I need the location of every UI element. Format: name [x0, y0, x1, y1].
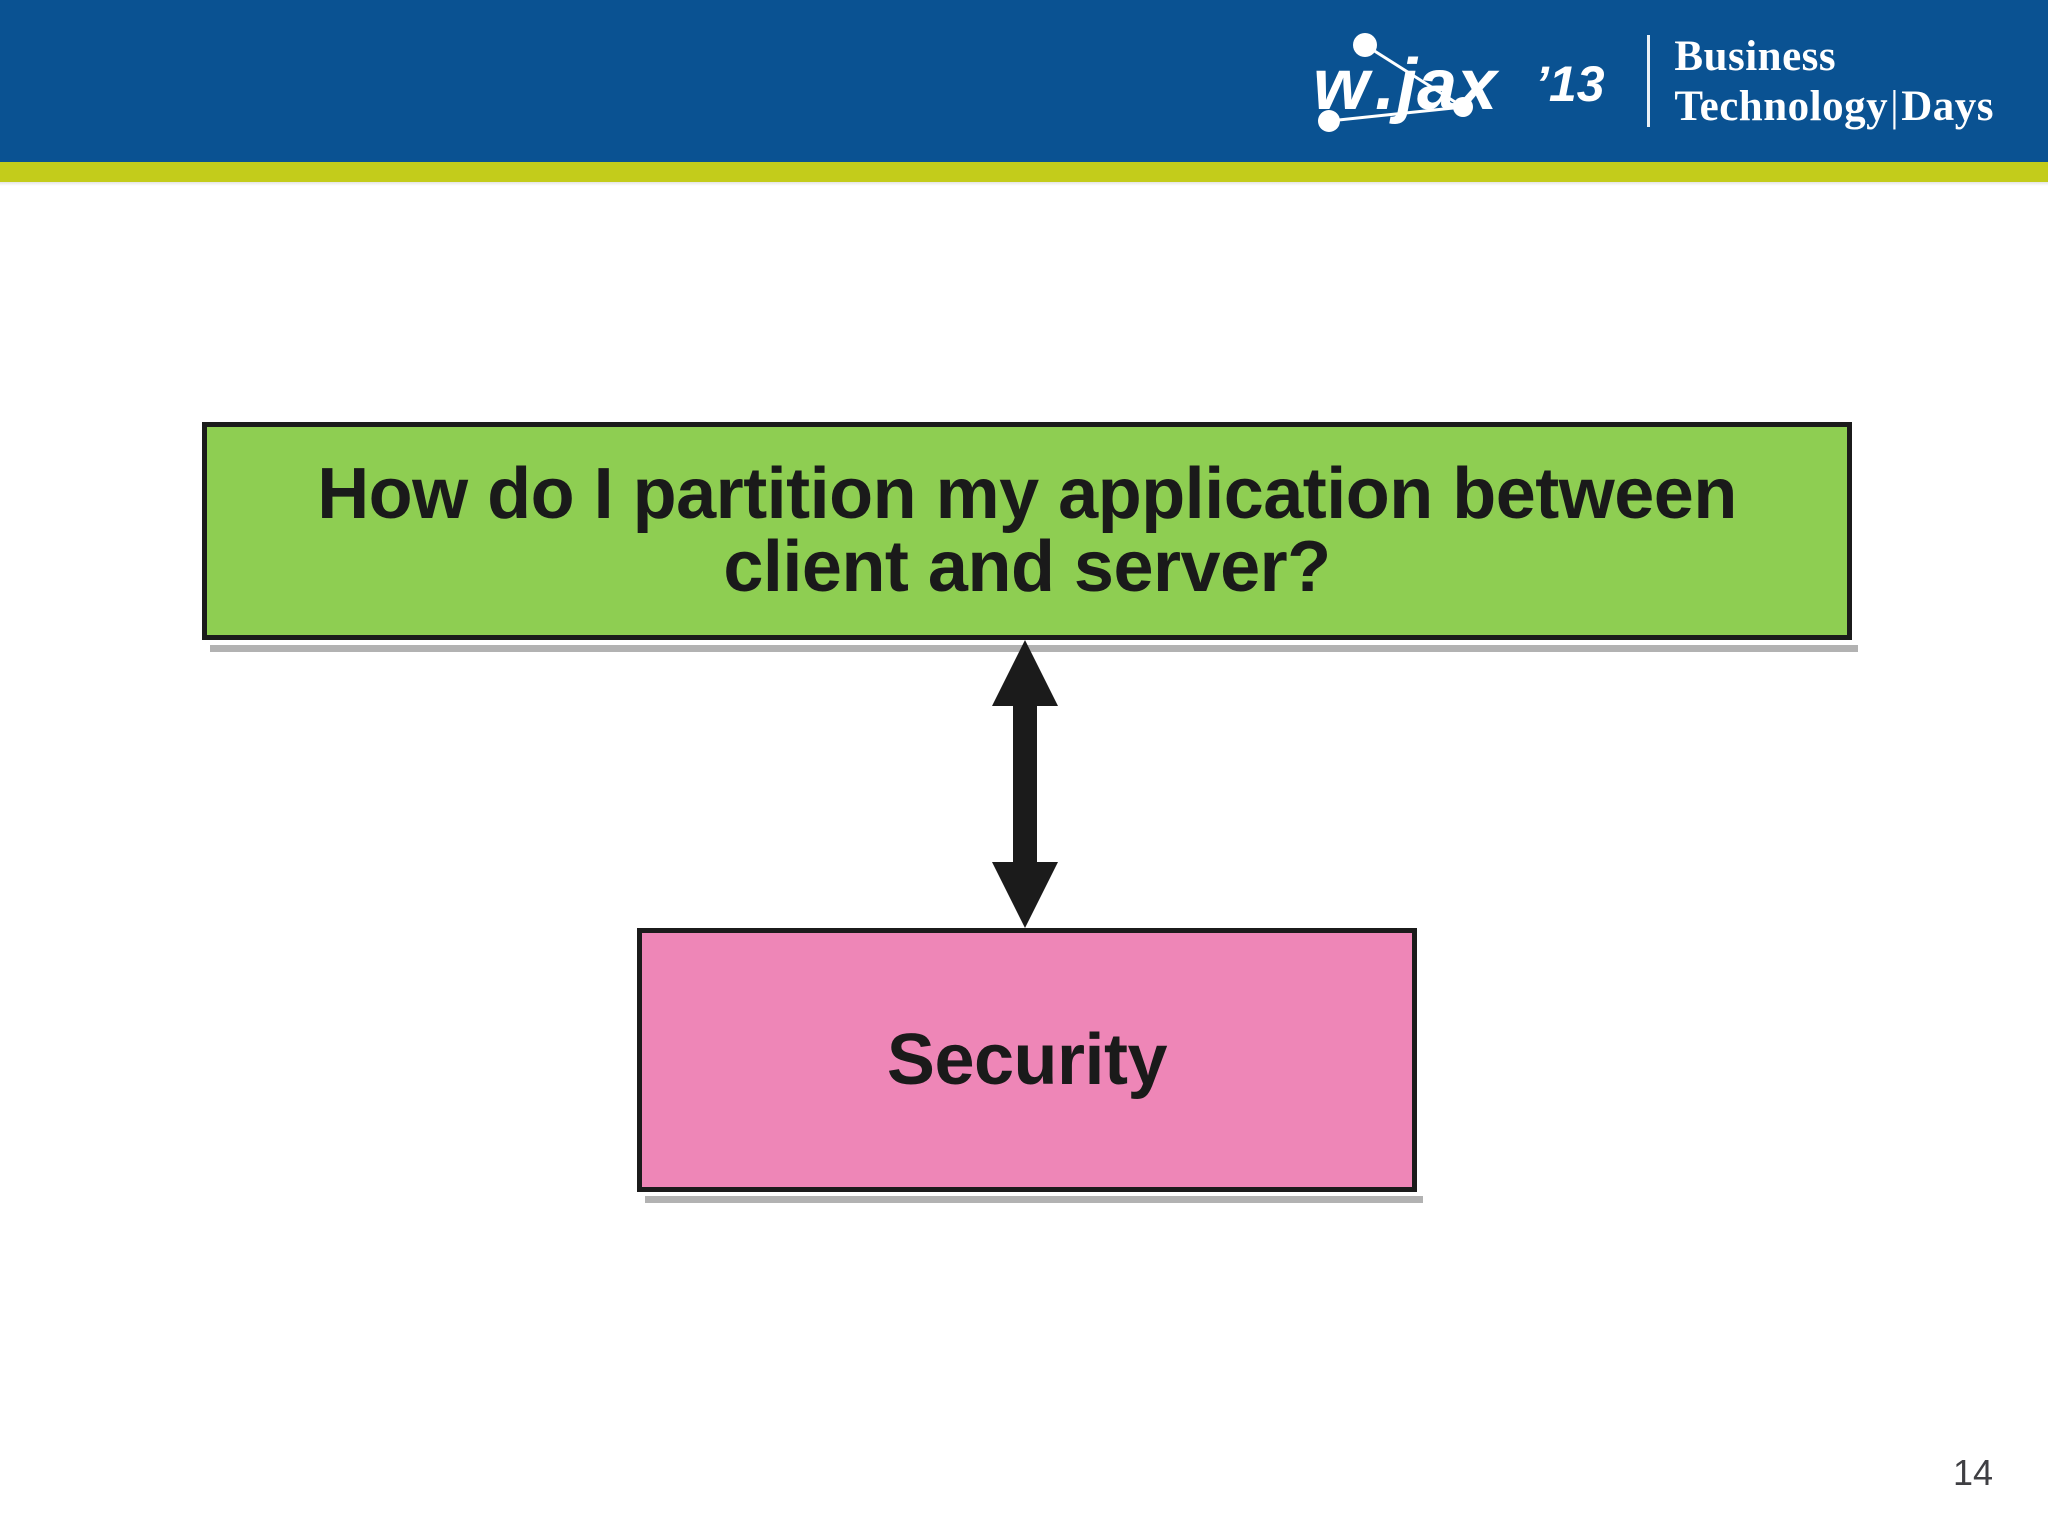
header-stripe-shadow: [0, 182, 2048, 186]
logo-tagline-line1: Business: [1674, 32, 1837, 80]
security-box: Security: [637, 928, 1417, 1192]
logo-tagline: Business Technology | Days: [1674, 35, 1994, 128]
header-accent-stripe: [0, 162, 2048, 182]
security-box-shadow: [645, 1196, 1423, 1203]
logo-tagline-days: Days: [1901, 82, 1994, 130]
wjax-wordmark-icon: w . jax ’13: [1313, 29, 1623, 133]
double-headed-arrow-icon: [990, 638, 1060, 930]
logo-divider: [1647, 35, 1651, 127]
svg-text:’13: ’13: [1535, 56, 1605, 112]
question-box-shadow: [210, 645, 1858, 652]
header-band: [0, 0, 2048, 162]
question-box: How do I partition my application betwee…: [202, 422, 1852, 640]
svg-text:w: w: [1313, 45, 1373, 125]
page-number: 14: [1952, 1452, 1993, 1493]
logo-tagline-line2: Technology | Days: [1674, 85, 1994, 128]
logo-tagline-technology: Technology: [1674, 82, 1889, 130]
svg-text:jax: jax: [1389, 45, 1500, 125]
wjax-logo: w . jax ’13 Business Technology | Days: [1313, 26, 1994, 136]
logo-tagline-separator: |: [1890, 82, 1900, 130]
svg-text:.: .: [1375, 45, 1395, 125]
